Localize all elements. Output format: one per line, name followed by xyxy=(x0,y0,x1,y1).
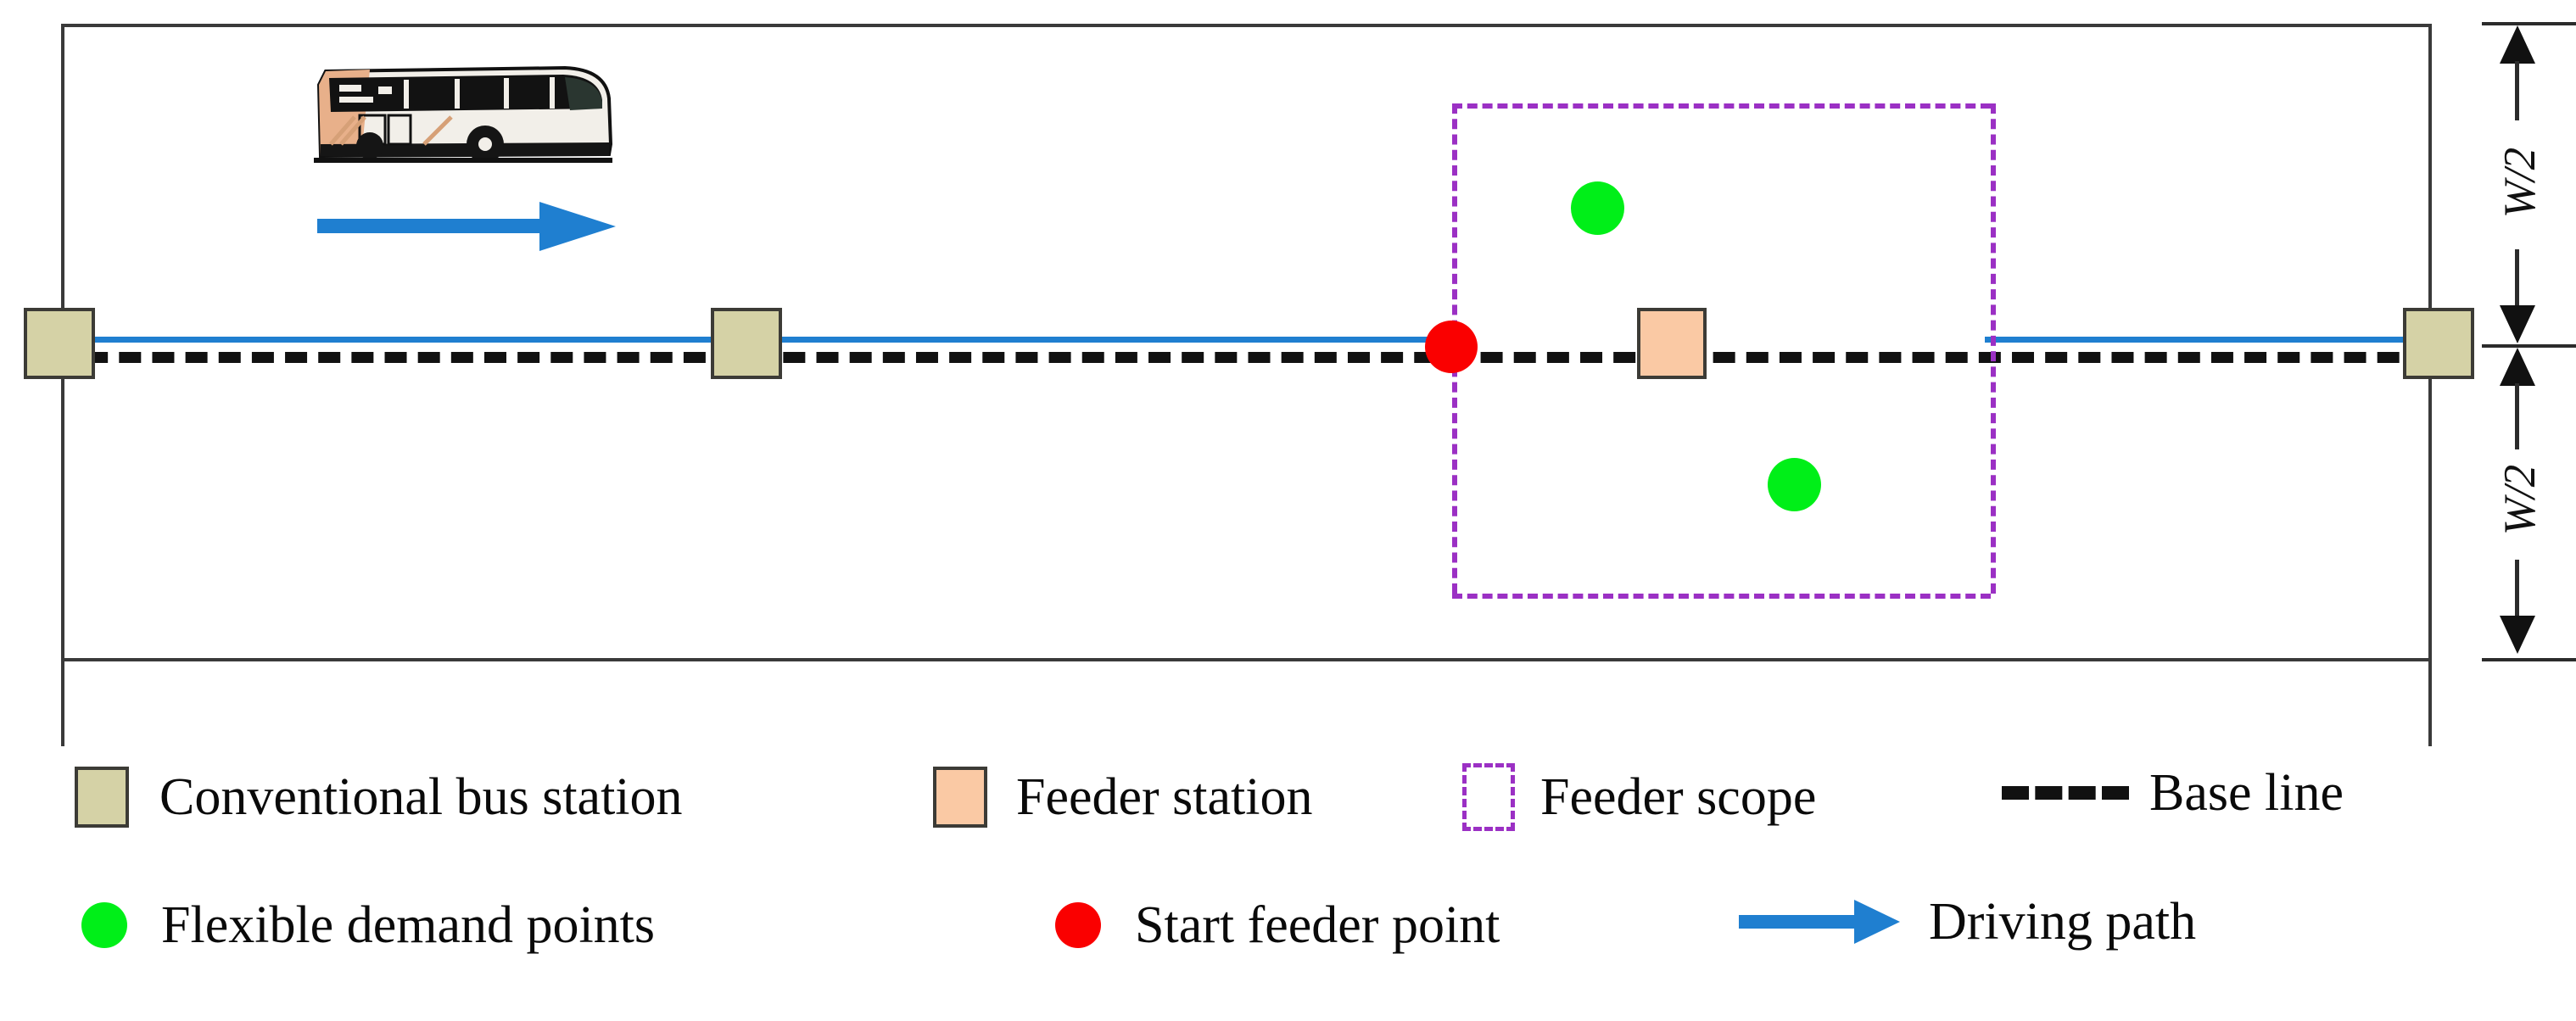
conventional-bus-station-left[interactable] xyxy=(24,308,95,379)
legend-label-feeder-scope: Feeder scope xyxy=(1540,768,1817,826)
legend-item-conventional-bus-station[interactable]: Conventional bus station xyxy=(75,767,683,828)
width-label-bottom: W/2 xyxy=(2495,465,2545,536)
legend-item-feeder-scope[interactable]: Feeder scope xyxy=(1462,763,1816,831)
bus-vehicle-graphic xyxy=(310,49,616,176)
legend-item-base-line[interactable]: Base line xyxy=(2002,767,2344,819)
legend-row-1: Conventional bus station Feeder station … xyxy=(0,758,2576,860)
dimension-arrowhead-down-bottom xyxy=(2500,616,2535,654)
conventional-bus-station-mid[interactable] xyxy=(711,308,782,379)
dimension-arrowhead-down-middle xyxy=(2500,305,2535,343)
dimension-arrowhead-up-top xyxy=(2500,25,2535,64)
dimension-shaft-lower-a xyxy=(2515,383,2519,449)
driving-path-segment-right xyxy=(1985,337,2460,343)
legend: Conventional bus station Feeder station … xyxy=(0,746,2576,1021)
legend-item-start-feeder-point[interactable]: Start feeder point xyxy=(1055,899,1500,951)
dimension-shaft-upper-b xyxy=(2515,249,2519,309)
corridor-width-dimension: W/2 W/2 xyxy=(2460,0,2576,746)
legend-label-start-feeder-point: Start feeder point xyxy=(1135,896,1500,954)
legend-item-feeder-station[interactable]: Feeder station xyxy=(933,767,1313,828)
legend-label-conventional-bus-station: Conventional bus station xyxy=(159,768,683,826)
peach-square-swatch-icon xyxy=(933,767,987,828)
dimension-shaft-upper-a xyxy=(2515,61,2519,120)
corridor-right-edge xyxy=(2428,24,2432,746)
flexible-demand-point-2[interactable] xyxy=(1768,458,1821,511)
feeder-scope-box xyxy=(1452,103,1996,599)
legend-label-flexible-demand-points: Flexible demand points xyxy=(161,896,656,954)
black-dashed-line-icon xyxy=(2002,786,2129,800)
legend-label-base-line: Base line xyxy=(2149,764,2344,822)
purple-dashdot-box-icon xyxy=(1462,763,1515,831)
base-line xyxy=(53,352,2466,363)
legend-label-driving-path: Driving path xyxy=(1929,893,2197,951)
corridor-top-edge xyxy=(61,24,2432,27)
feeder-station[interactable] xyxy=(1637,308,1707,379)
green-circle-dot-icon xyxy=(81,902,127,948)
red-circle-dot-icon xyxy=(1055,902,1101,948)
legend-label-feeder-station: Feeder station xyxy=(1016,768,1313,826)
start-feeder-point[interactable] xyxy=(1425,321,1478,373)
dimension-tick-top xyxy=(2482,22,2576,25)
flexible-demand-point-1[interactable] xyxy=(1571,181,1624,235)
legend-item-flexible-demand-points[interactable]: Flexible demand points xyxy=(81,899,655,951)
feeder-scope-bottom-edge xyxy=(1452,594,1991,599)
olive-square-swatch-icon xyxy=(75,767,129,828)
feeder-scope-right-edge xyxy=(1991,103,1996,594)
feeder-scope-top-edge xyxy=(1452,103,1991,109)
dimension-shaft-lower-b xyxy=(2515,560,2519,619)
conventional-bus-station-right[interactable] xyxy=(2403,308,2474,379)
dimension-tick-middle xyxy=(2482,344,2576,348)
dimension-arrowhead-up-middle xyxy=(2500,348,2535,386)
legend-row-2: Flexible demand points Start feeder poin… xyxy=(0,890,2576,992)
blue-arrow-icon xyxy=(1739,900,1900,944)
dimension-tick-bottom xyxy=(2482,658,2576,661)
width-label-top: W/2 xyxy=(2495,148,2545,219)
driving-direction-arrow xyxy=(317,200,623,254)
corridor-left-edge xyxy=(61,24,64,746)
corridor-bottom-edge xyxy=(61,658,2432,661)
legend-item-driving-path[interactable]: Driving path xyxy=(1739,895,2196,948)
